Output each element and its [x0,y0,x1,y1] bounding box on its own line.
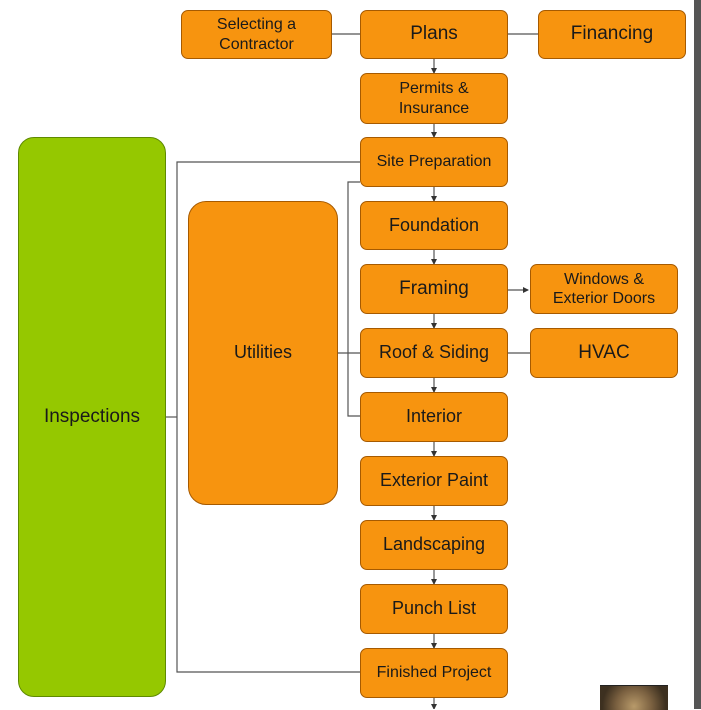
node-punch-list: Punch List [360,584,508,634]
node-selecting-contractor: Selecting a Contractor [181,10,332,59]
node-utilities: Utilities [188,201,338,505]
node-site-preparation: Site Preparation [360,137,508,187]
node-interior: Interior [360,392,508,442]
node-landscaping: Landscaping [360,520,508,570]
node-hvac: HVAC [530,328,678,378]
node-foundation: Foundation [360,201,508,250]
node-inspections: Inspections [18,137,166,697]
bracket-inspections [176,161,360,673]
node-finished-project: Finished Project [360,648,508,698]
node-permits-insurance: Permits & Insurance [360,73,508,124]
bracket-utilities [347,181,360,417]
corner-thumbnail-image [600,685,668,710]
node-plans: Plans [360,10,508,59]
node-roof-siding: Roof & Siding [360,328,508,378]
node-framing: Framing [360,264,508,314]
page-edge [694,0,701,709]
node-windows-exterior-doors: Windows & Exterior Doors [530,264,678,314]
node-financing: Financing [538,10,686,59]
node-exterior-paint: Exterior Paint [360,456,508,506]
